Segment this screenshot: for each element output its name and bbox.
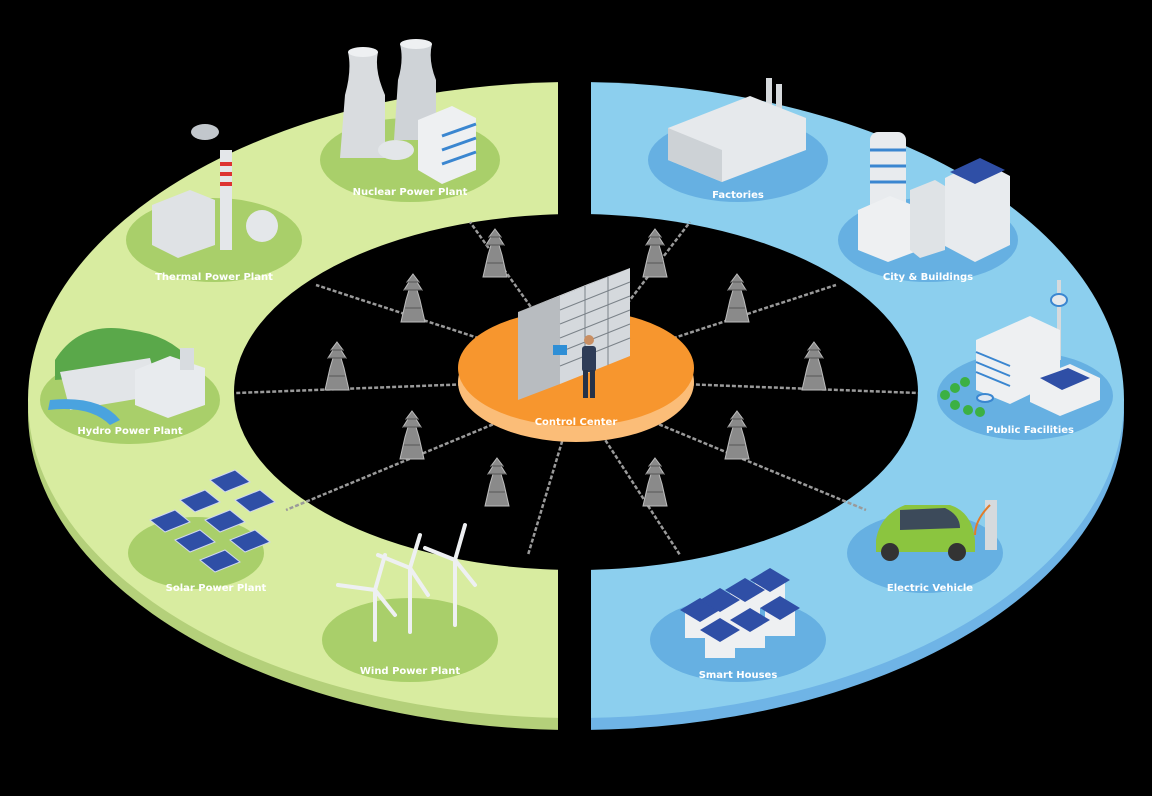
electric-vehicle-icon bbox=[876, 500, 997, 561]
svg-text:City & Buildings: City & Buildings bbox=[883, 272, 973, 283]
nuclear-plant-icon bbox=[340, 39, 477, 184]
control-center-label: Control Center bbox=[535, 417, 618, 428]
thermal-plant-icon bbox=[152, 124, 278, 258]
node-factories[interactable]: Factories bbox=[648, 78, 828, 202]
smart-houses-icon bbox=[680, 568, 800, 658]
control-center-hub[interactable]: Control Center bbox=[458, 268, 694, 442]
factory-icon bbox=[668, 78, 806, 182]
city-buildings-icon bbox=[858, 132, 1010, 262]
public-facilities-icon bbox=[940, 280, 1100, 417]
node-city-buildings[interactable]: City & Buildings bbox=[838, 132, 1018, 283]
svg-text:Wind Power Plant: Wind Power Plant bbox=[360, 666, 460, 677]
node-thermal-power-plant[interactable]: Thermal Power Plant bbox=[126, 124, 302, 283]
wind-plant-icon bbox=[336, 523, 477, 642]
node-nuclear-power-plant[interactable]: Nuclear Power Plant bbox=[320, 39, 500, 202]
svg-text:Solar Power Plant: Solar Power Plant bbox=[166, 583, 267, 594]
node-smart-houses[interactable]: Smart Houses bbox=[650, 568, 826, 682]
operator-person-icon bbox=[582, 335, 596, 398]
solar-plant-icon bbox=[149, 469, 276, 573]
node-electric-vehicle[interactable]: Electric Vehicle bbox=[847, 500, 1003, 594]
hydro-plant-icon bbox=[48, 328, 205, 425]
svg-text:Factories: Factories bbox=[712, 190, 764, 201]
node-hydro-power-plant[interactable]: Hydro Power Plant bbox=[40, 328, 220, 444]
svg-text:Thermal Power Plant: Thermal Power Plant bbox=[155, 272, 273, 283]
node-public-facilities[interactable]: Public Facilities bbox=[937, 280, 1113, 440]
svg-text:Public Facilities: Public Facilities bbox=[986, 425, 1074, 436]
svg-text:Hydro Power Plant: Hydro Power Plant bbox=[77, 426, 183, 437]
svg-text:Nuclear Power Plant: Nuclear Power Plant bbox=[353, 187, 468, 198]
svg-text:Smart Houses: Smart Houses bbox=[699, 670, 778, 681]
node-wind-power-plant[interactable]: Wind Power Plant bbox=[322, 523, 498, 682]
server-rack-icon bbox=[518, 268, 631, 400]
node-solar-power-plant[interactable]: Solar Power Plant bbox=[128, 469, 276, 594]
svg-text:Electric Vehicle: Electric Vehicle bbox=[887, 583, 973, 594]
